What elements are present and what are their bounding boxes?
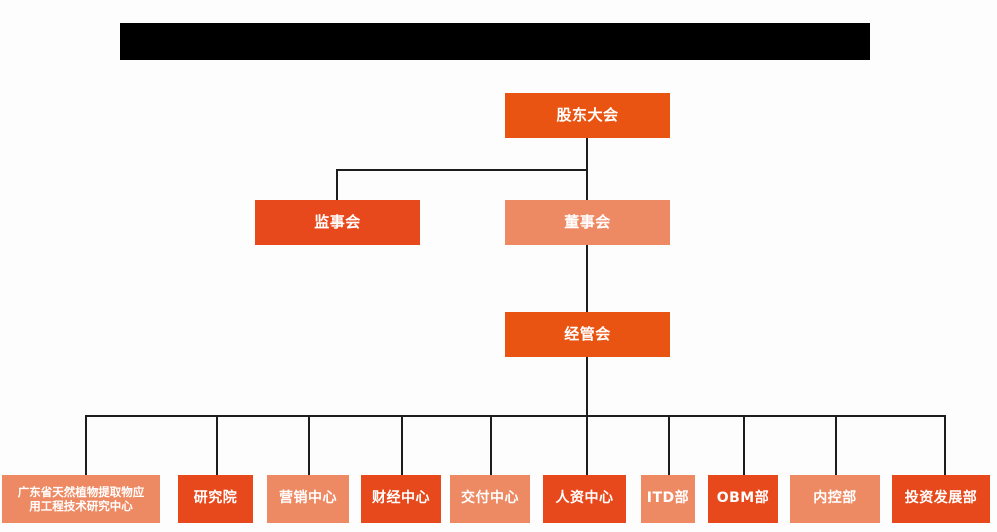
node-label: 人资中心: [555, 490, 614, 507]
connector-supervisors-drop: [336, 169, 338, 201]
connector-shareholders-branch: [336, 169, 588, 171]
node-label: 财经中心: [372, 490, 430, 507]
node-management-committee[interactable]: 经管会: [505, 312, 670, 357]
node-label: 经管会: [564, 325, 611, 344]
node-department-itd[interactable]: ITD部: [641, 475, 695, 523]
node-board-of-directors[interactable]: 董事会: [505, 200, 670, 245]
node-department-engineering-research-center[interactable]: 广东省天然植物提取物应 用工程技术研究中心: [2, 475, 160, 523]
node-shareholders-meeting[interactable]: 股东大会: [505, 93, 670, 138]
connector-dept-drop-1: [85, 415, 87, 475]
connector-shareholders-down: [586, 138, 588, 170]
connector-dept-drop-8: [743, 415, 745, 475]
node-department-research-institute[interactable]: 研究院: [178, 475, 253, 523]
node-department-delivery-center[interactable]: 交付中心: [450, 475, 530, 523]
connector-dept-drop-9: [835, 415, 837, 475]
node-department-finance-center[interactable]: 财经中心: [361, 475, 441, 523]
node-label: ITD部: [646, 490, 690, 507]
node-label: OBM部: [716, 490, 770, 507]
connector-dept-drop-2: [216, 415, 218, 475]
connector-dept-drop-5: [490, 415, 492, 475]
connector-dept-drop-10: [944, 415, 946, 475]
node-label: 股东大会: [556, 106, 619, 125]
node-label: 监事会: [314, 213, 361, 232]
node-label: 广东省天然植物提取物应 用工程技术研究中心: [17, 484, 145, 513]
node-label: 交付中心: [461, 490, 519, 507]
connector-department-bus: [85, 415, 945, 417]
node-label: 投资发展部: [904, 490, 978, 507]
connector-dept-drop-4: [401, 415, 403, 475]
redacted-title-bar: [120, 23, 870, 60]
connector-directors-drop: [586, 169, 588, 201]
node-department-marketing-center[interactable]: 营销中心: [267, 475, 349, 523]
node-department-investment-development[interactable]: 投资发展部: [892, 475, 990, 523]
node-label: 董事会: [564, 213, 611, 232]
node-label: 内控部: [813, 490, 857, 507]
connector-management-down: [586, 356, 588, 416]
node-label: 研究院: [193, 490, 238, 507]
node-label: 营销中心: [279, 490, 337, 507]
node-department-obm[interactable]: OBM部: [708, 475, 778, 523]
connector-dept-drop-7: [668, 415, 670, 475]
node-department-internal-control[interactable]: 内控部: [790, 475, 880, 523]
connector-directors-to-management: [586, 244, 588, 312]
connector-dept-drop-3: [308, 415, 310, 475]
node-department-hr-center[interactable]: 人资中心: [543, 475, 626, 523]
connector-dept-drop-6: [586, 415, 588, 475]
node-board-of-supervisors[interactable]: 监事会: [255, 200, 420, 245]
